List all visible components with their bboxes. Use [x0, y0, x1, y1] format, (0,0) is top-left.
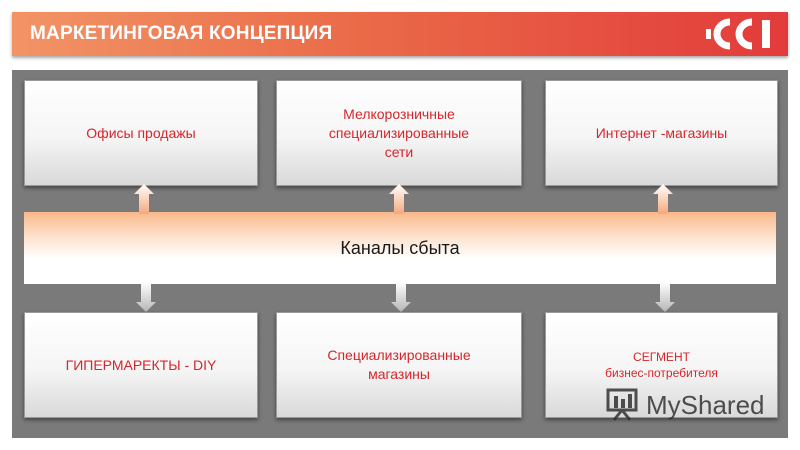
arrow-down-icon	[655, 282, 675, 312]
box-online-stores: Интернет -магазины	[545, 80, 778, 186]
slide-title: МАРКЕТИНГОВАЯ КОНЦЕПЦИЯ	[30, 23, 333, 44]
cci-logo-icon	[706, 18, 770, 50]
box-small-retail-chains: Мелкорозничные специализированные сети	[276, 80, 522, 186]
box-sales-offices: Офисы продажы	[24, 80, 258, 186]
box-label: СЕГМЕНТ бизнес-потребителя	[605, 350, 718, 380]
myshared-watermark: MyShared	[606, 388, 765, 421]
arrow-up-icon	[134, 184, 154, 214]
box-specialized-stores: Специализированные магазины	[276, 312, 522, 418]
header-bar: МАРКЕТИНГОВАЯ КОНЦЕПЦИЯ	[12, 12, 788, 56]
arrow-down-icon	[136, 282, 156, 312]
watermark-text: MyShared	[646, 390, 765, 420]
sales-channels-label: Каналы сбыта	[340, 237, 460, 258]
arrow-down-icon	[391, 282, 411, 312]
box-hypermarkets-diy: ГИПЕРМАРЕКТЫ - DIY	[24, 312, 258, 418]
box-label: Мелкорозничные специализированные сети	[328, 105, 470, 160]
box-label: ГИПЕРМАРЕКТЫ - DIY	[65, 356, 217, 373]
box-business-consumer-segment: СЕГМЕНТ бизнес-потребителя	[545, 312, 778, 418]
arrow-up-icon	[653, 184, 673, 214]
box-label: Офисы продажы	[86, 124, 196, 141]
box-label: Интернет -магазины	[595, 124, 728, 141]
arrow-up-icon	[389, 184, 409, 214]
box-label: Специализированные магазины	[327, 347, 471, 382]
sales-channels-band: Каналы сбыта	[24, 212, 776, 284]
